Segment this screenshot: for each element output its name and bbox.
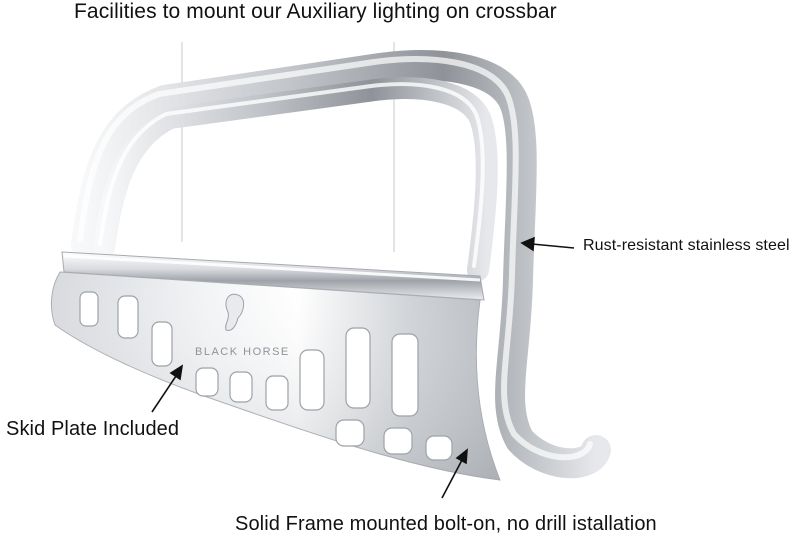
skid-plate-caption: Skid Plate Included	[6, 418, 180, 440]
crossbar-tube	[61, 251, 485, 301]
stainless-steel-caption: Rust-resistant stainless steel	[583, 237, 790, 254]
brand-logo-text: BLACK HORSE	[195, 346, 290, 358]
horse-logo-icon	[225, 293, 245, 331]
frame-mount-caption: Solid Frame mounted bolt-on, no drill is…	[235, 513, 657, 535]
crossbar-caption: Facilities to mount our Auxiliary lighti…	[74, 0, 557, 23]
skid-pointer-arrow	[151, 364, 184, 413]
frame-pointer-arrow	[441, 448, 468, 499]
inner-hoop-tube	[93, 77, 498, 281]
rust-pointer-arrow	[520, 236, 575, 252]
skid-plate-slots	[79, 291, 453, 461]
